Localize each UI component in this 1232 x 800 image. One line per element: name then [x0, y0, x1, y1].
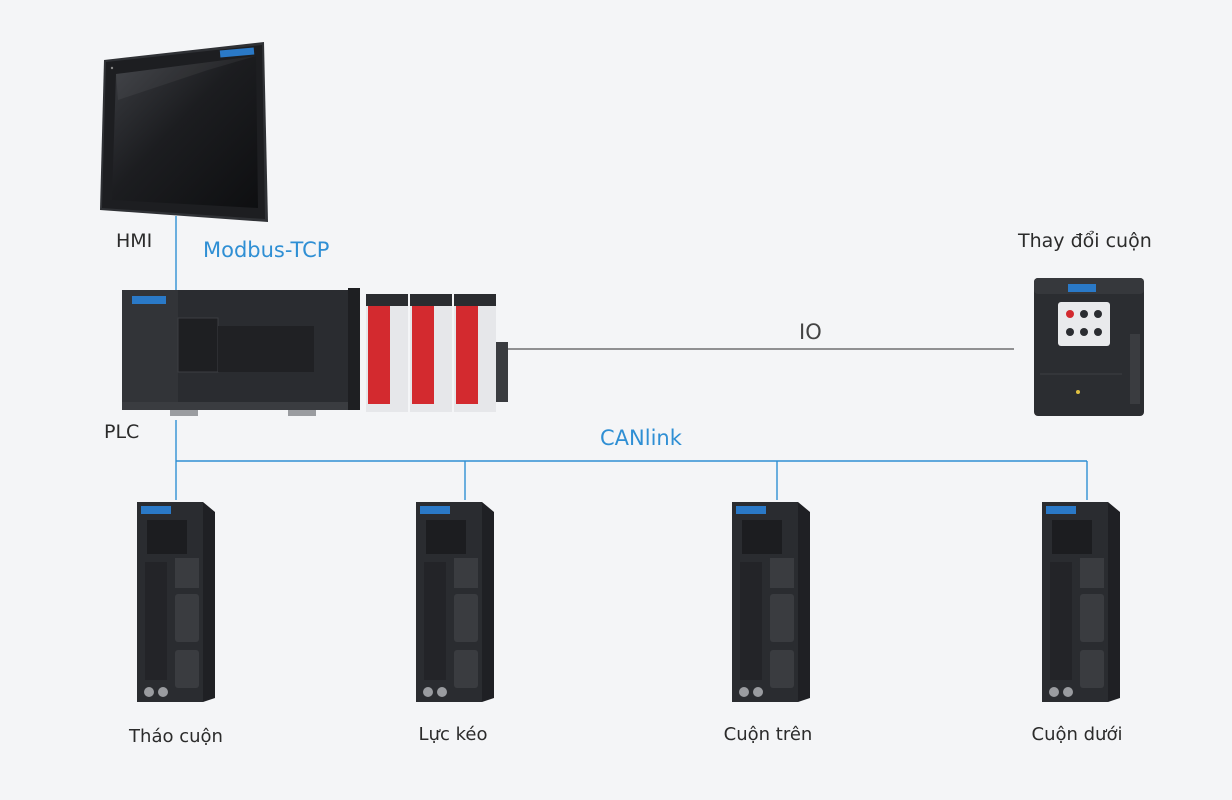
drive-label-4: Cuộn dưới — [1031, 724, 1123, 745]
hmi-label: HMI — [116, 230, 153, 252]
servo-drive-1 — [137, 502, 215, 702]
io-module-2 — [410, 294, 452, 412]
modbus-tcp-label: Modbus-TCP — [203, 238, 330, 262]
plc-label: PLC — [104, 421, 140, 443]
servo-drive-3 — [732, 502, 810, 702]
vfd-label: Thay đổi cuộn — [1018, 230, 1152, 252]
drive-label-2: Lực kéo — [418, 724, 488, 745]
vfd-device — [1034, 278, 1144, 416]
canlink-label: CANlink — [600, 426, 682, 450]
drive-label-1: Tháo cuộn — [129, 726, 223, 747]
io-module-3 — [454, 294, 496, 412]
io-label: IO — [799, 320, 822, 344]
servo-drive-2 — [416, 502, 494, 702]
drive-label-3: Cuộn trên — [723, 724, 813, 745]
io-module-1 — [366, 294, 408, 412]
hmi-device — [100, 42, 268, 222]
plc-device — [122, 288, 508, 416]
servo-drive-4 — [1042, 502, 1120, 702]
